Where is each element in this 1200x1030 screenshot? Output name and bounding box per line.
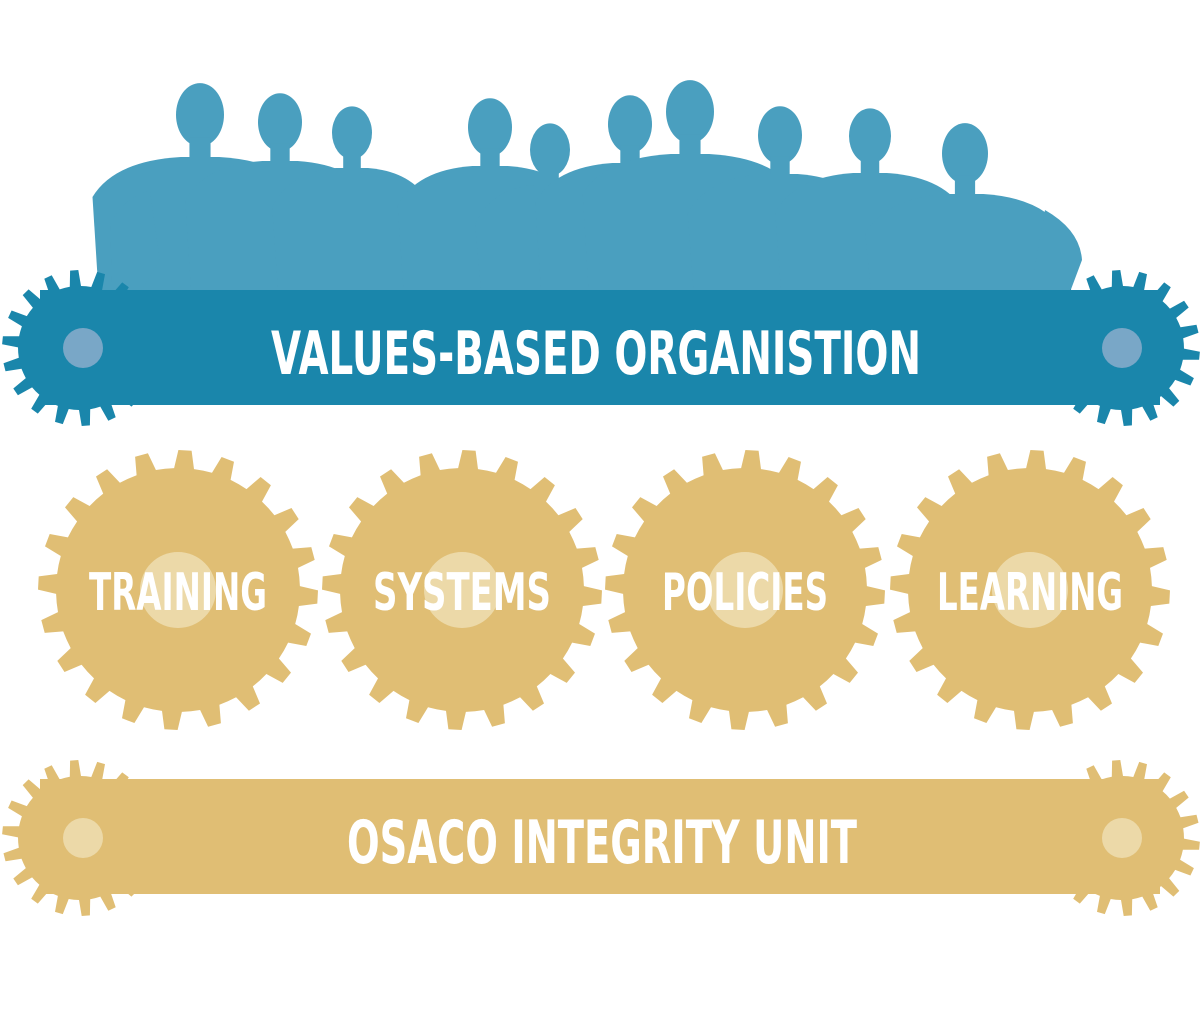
gear-hub-icon [140,552,216,628]
gear-hub-icon [707,552,783,628]
gear-label: POLICIES [662,563,828,623]
gear-label: SYSTEMS [373,563,551,623]
right-hub-icon [1102,328,1142,368]
gear-learning: LEARNING [890,450,1170,730]
people-silhouettes-icon [92,80,1082,292]
values-band: VALUES-BASED ORGANISTION [2,270,1200,426]
integrity-unit-bar [40,779,1160,894]
gear-label: LEARNING [937,563,1123,623]
person-silhouette-icon [272,106,432,292]
person-arm-icon [110,190,160,292]
right-hub-icon [1102,818,1142,858]
gear-hub-icon [424,552,500,628]
gear-systems: SYSTEMS [322,450,602,730]
integrity-unit-band: OSACO INTEGRITY UNIT [2,760,1200,916]
integrity-unit-label: OSACO INTEGRITY UNIT [347,808,857,878]
values-band-bar [40,290,1160,405]
person-silhouette-icon [865,123,1065,292]
gear-policies: POLICIES [605,450,885,730]
values-band-label: VALUES-BASED ORGANISTION [271,319,921,389]
person-arm-icon [1030,210,1082,292]
gear-training: TRAINING [38,450,318,730]
gear-label: TRAINING [89,563,267,623]
left-hub-icon [63,328,103,368]
left-hub-icon [63,818,103,858]
gear-hub-icon [992,552,1068,628]
gear-row: TRAINING SYSTEMS POLICIES LEARNING [38,450,1170,730]
